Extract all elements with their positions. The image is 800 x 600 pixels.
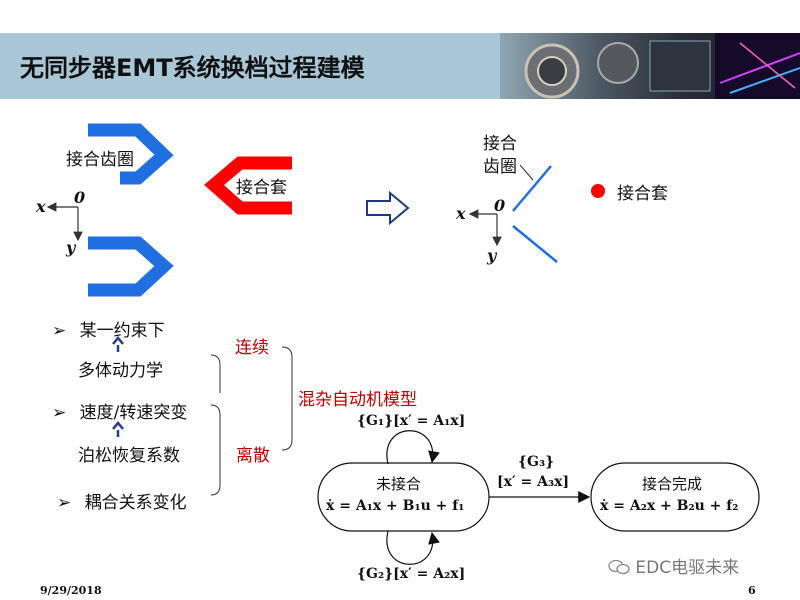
right-origin-label: 0	[494, 196, 506, 215]
up-arrow-icon-1	[112, 336, 124, 352]
bullet-item-2: 多体动力学	[78, 356, 163, 381]
left-origin-label: 0	[74, 188, 86, 207]
guard-g1-label: {G₁}[x′ = A₁x]	[357, 413, 466, 429]
right-sleeve-dot	[591, 184, 605, 198]
up-arrow-icon-2	[112, 421, 124, 437]
bullet-item-4: 泊松恢复系数	[78, 441, 180, 466]
right-gear-leader	[519, 164, 534, 181]
state-engaged-box	[590, 462, 760, 532]
bullet-marker: ➢	[57, 493, 72, 513]
header-photo	[500, 33, 800, 99]
bullet-text: 多体动力学	[78, 361, 163, 381]
bullet-item-1: ➢ 某一约束下	[52, 316, 165, 341]
left-axis-x-label: x	[36, 197, 46, 216]
bullet-item-3: ➢ 速度/转速突变	[52, 398, 187, 423]
right-gear-line-lower	[512, 225, 558, 263]
upper-gear-ring-shape	[88, 123, 174, 185]
footer-page-number: 6	[748, 584, 756, 597]
bracket-discrete	[210, 404, 221, 496]
footer-date: 9/29/2018	[40, 584, 102, 597]
transform-arrow-icon	[366, 190, 410, 226]
watermark: EDC电驱未来	[608, 553, 739, 578]
right-axis-x-label: x	[456, 204, 466, 223]
right-gear-label-line1: 接合	[483, 134, 517, 154]
bullet-text: 耦合关系变化	[84, 493, 187, 513]
state-unengaged-title: 未接合	[376, 475, 422, 493]
label-hybrid-model: 混杂自动机模型	[298, 390, 417, 410]
bullet-item-5: ➢ 耦合关系变化	[57, 488, 187, 513]
bracket-model	[281, 346, 293, 451]
watermark-text: EDC电驱未来	[635, 558, 740, 578]
sleeve-label: 接合套	[236, 178, 287, 198]
right-gear-line-upper	[512, 165, 552, 212]
self-loop-g2	[386, 530, 440, 565]
bullet-marker: ➢	[52, 403, 67, 423]
guard-g2-label: {G₂}[x′ = A₂x]	[357, 566, 466, 582]
label-continuous: 连续	[235, 338, 269, 358]
state-engaged-title: 接合完成	[642, 475, 703, 493]
bullet-text: 速度/转速突变	[79, 403, 188, 423]
bullet-text: 某一约束下	[79, 321, 165, 341]
gear-ring-label: 接合齿圈	[66, 150, 134, 170]
left-axis-y-label: y	[66, 238, 76, 257]
state-unengaged-equation: ẋ = A₁x + B₁u + f₁	[326, 498, 465, 514]
bullet-text: 泊松恢复系数	[78, 446, 180, 466]
wechat-icon	[608, 559, 630, 575]
self-loop-g1	[386, 430, 440, 465]
state-engaged-equation: ẋ = A₂x + B₂u + f₂	[600, 498, 739, 514]
label-discrete: 离散	[236, 446, 270, 466]
lower-gear-ring-shape	[88, 236, 174, 297]
guard-g3-label: {G₃}	[518, 454, 555, 470]
bracket-continuous	[210, 354, 221, 393]
right-gear-label-line2: 齿圈	[483, 157, 517, 177]
bullet-marker: ➢	[52, 321, 67, 341]
page-title: 无同步器EMT系统换档过程建模	[20, 54, 365, 82]
reset-g3-label: [x′ = A₃x]	[497, 474, 570, 490]
right-axis-y-label: y	[487, 246, 497, 265]
sleeve-shape	[204, 156, 292, 215]
right-sleeve-label: 接合套	[617, 184, 668, 204]
